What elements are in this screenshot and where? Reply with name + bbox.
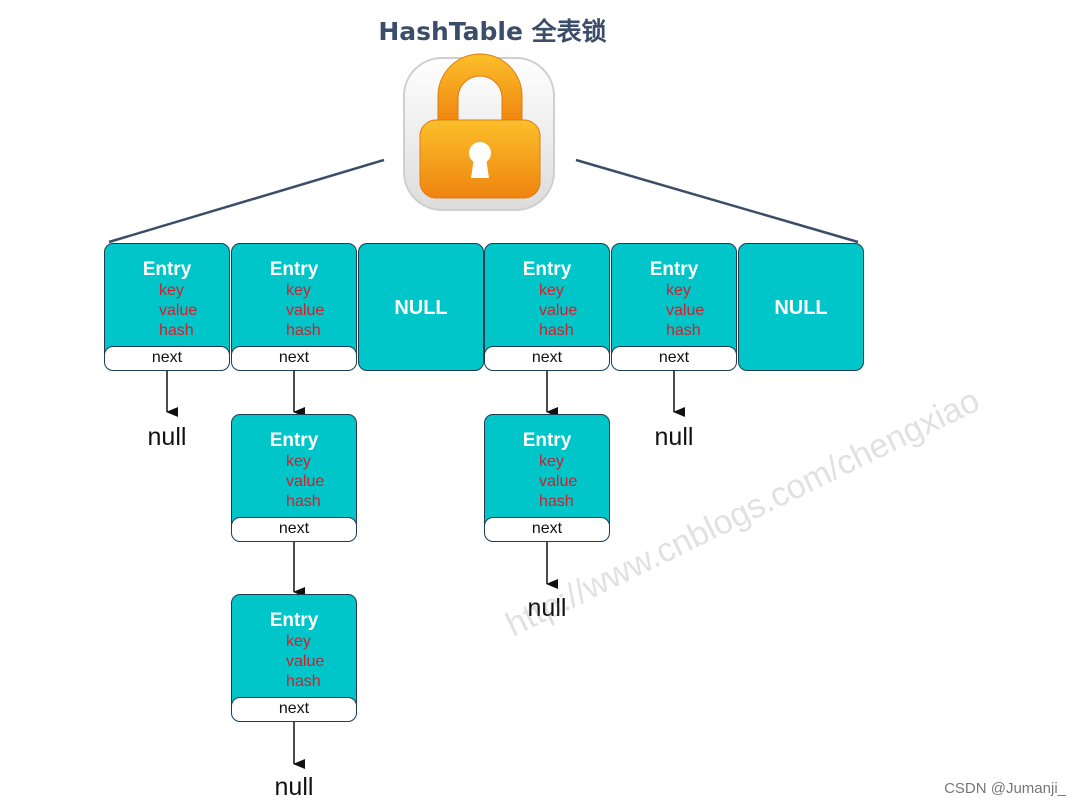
entry-value: value [539,473,578,490]
entry-hash: hash [539,322,574,339]
entry-cell: Entry key value hash next [104,243,230,371]
entry-next: next [105,346,229,370]
entry-hash: hash [286,673,321,690]
entry-hash: hash [286,322,321,339]
entry-label: Entry [269,430,319,451]
entry-cell: Entry key value hash next [231,243,357,371]
entry-hash: hash [159,322,194,339]
entry-label: Entry [142,259,192,280]
lock-line-right [575,158,859,244]
entry-label: Entry [269,610,319,631]
entry-next: next [485,346,609,370]
entry-cell: Entry key value hash next [231,414,357,542]
entry-key: key [286,282,311,299]
entry-value: value [539,302,578,319]
entry-label: Entry [522,430,572,451]
null-cell: NULL [358,243,484,371]
entry-hash: hash [666,322,701,339]
entry-cell: Entry key value hash next [231,594,357,722]
entry-key: key [159,282,184,299]
entry-key: key [539,282,564,299]
entry-next: next [232,346,356,370]
entry-cell: Entry key value hash next [484,414,610,542]
credit-label: CSDN @Jumanji_ [944,780,1066,797]
entry-key: key [286,633,311,650]
null-cell: NULL [738,243,864,371]
entry-hash: hash [286,493,321,510]
entry-value: value [286,302,325,319]
entry-next: next [612,346,736,370]
entry-next: next [232,697,356,721]
entry-value: value [286,473,325,490]
entry-label: Entry [269,259,319,280]
null-terminator: null [274,773,314,801]
entry-value: value [286,653,325,670]
null-terminator: null [147,423,187,451]
entry-cell: Entry key value hash next [484,243,610,371]
lock-line-left [108,158,385,244]
entry-cell: Entry key value hash next [611,243,737,371]
entry-value: value [666,302,705,319]
lock-icon [403,53,555,211]
entry-key: key [539,453,564,470]
null-terminator: null [654,423,694,451]
entry-next: next [485,517,609,541]
entry-next: next [232,517,356,541]
entry-label: Entry [522,259,572,280]
entry-key: key [286,453,311,470]
entry-label: Entry [649,259,699,280]
diagram-title: HashTable 全表锁 [378,17,607,46]
entry-key: key [666,282,691,299]
entry-value: value [159,302,198,319]
entry-hash: hash [539,493,574,510]
null-terminator: null [527,594,567,622]
